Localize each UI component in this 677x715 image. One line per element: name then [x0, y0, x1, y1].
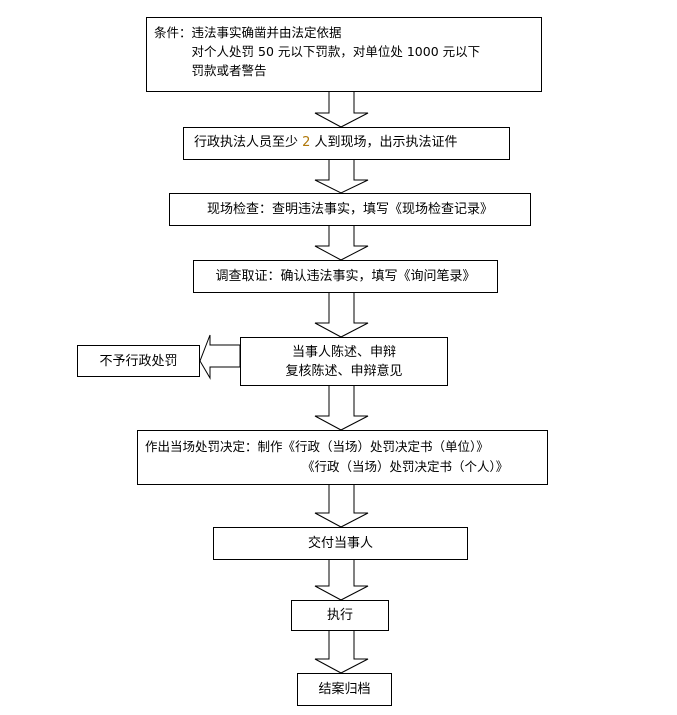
conditions-label: 条件： — [154, 25, 192, 40]
archive-text: 结案归档 — [318, 682, 371, 697]
arrow-down-4 — [314, 291, 369, 338]
node-archive: 结案归档 — [297, 673, 392, 706]
node-statement: 当事人陈述、申辩 复核陈述、申辩意见 — [240, 337, 448, 386]
decision-line-2: 《行政（当场）处罚决定书（个人）》 — [302, 459, 509, 474]
node-conditions: 条件： 违法事实确凿并由法定依据 对个人处罚 50 元以下罚款，对单位处 100… — [146, 17, 542, 92]
officers-count: 2 — [302, 135, 311, 150]
arrow-down-7 — [314, 483, 369, 528]
node-officers: 行政执法人员至少 2 人到现场，出示执法证件 — [183, 127, 510, 160]
arrow-down-3 — [314, 224, 369, 261]
node-deliver: 交付当事人 — [213, 527, 468, 560]
arrow-left-5 — [199, 334, 241, 380]
decision-line-1: 作出当场处罚决定：制作《行政（当场）处罚决定书（单位）》 — [145, 439, 489, 454]
node-investigation: 调查取证：确认违法事实，填写《询问笔录》 — [193, 260, 498, 293]
node-inspection: 现场检查：查明违法事实，填写《现场检查记录》 — [169, 193, 531, 226]
node-execute: 执行 — [291, 600, 389, 631]
conditions-line-3: 罚款或者警告 — [191, 63, 267, 78]
officers-text-post: 人到现场，出示执法证件 — [310, 135, 458, 150]
node-decision: 作出当场处罚决定：制作《行政（当场）处罚决定书（单位）》 《行政（当场）处罚决定… — [137, 430, 548, 485]
statement-line-1: 当事人陈述、申辩 — [291, 344, 396, 360]
arrow-down-8 — [314, 558, 369, 601]
deliver-text: 交付当事人 — [307, 536, 373, 551]
arrow-down-2 — [314, 158, 369, 194]
arrow-down-6 — [314, 384, 369, 431]
execute-text: 执行 — [326, 608, 353, 623]
node-no-penalty: 不予行政处罚 — [77, 345, 200, 377]
conditions-line-1: 违法事实确凿并由法定依据 — [191, 25, 342, 40]
arrow-down-1 — [314, 90, 369, 128]
inspection-text: 现场检查：查明违法事实，填写《现场检查记录》 — [206, 202, 493, 217]
statement-line-2: 复核陈述、申辩意见 — [285, 363, 403, 379]
no-penalty-text: 不予行政处罚 — [99, 353, 178, 369]
investigation-text: 调查取证：确认违法事实，填写《询问笔录》 — [215, 269, 476, 284]
arrow-down-9 — [314, 629, 369, 674]
conditions-line-2: 对个人处罚 50 元以下罚款，对单位处 1000 元以下 — [191, 44, 481, 59]
officers-text-pre: 行政执法人员至少 — [194, 135, 303, 150]
